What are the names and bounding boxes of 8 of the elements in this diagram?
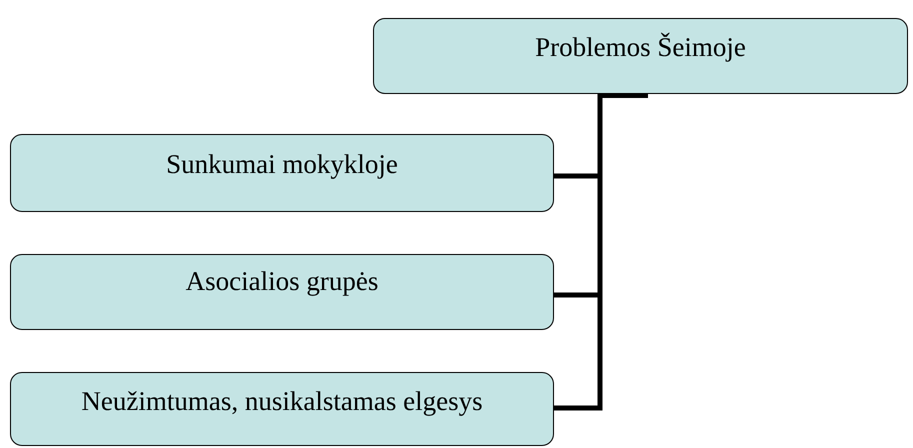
box-label: Asocialios grupės xyxy=(184,265,380,297)
rounded-box xyxy=(10,134,554,212)
rounded-box xyxy=(373,18,908,94)
box-label: Problemos Šeimoje xyxy=(534,31,747,63)
box-label: Sunkumai mokykloje xyxy=(165,148,399,180)
rounded-box xyxy=(10,372,554,446)
box-label: Neužimtumas, nusikalstamas elgesys xyxy=(80,385,484,417)
rounded-box xyxy=(10,254,554,330)
